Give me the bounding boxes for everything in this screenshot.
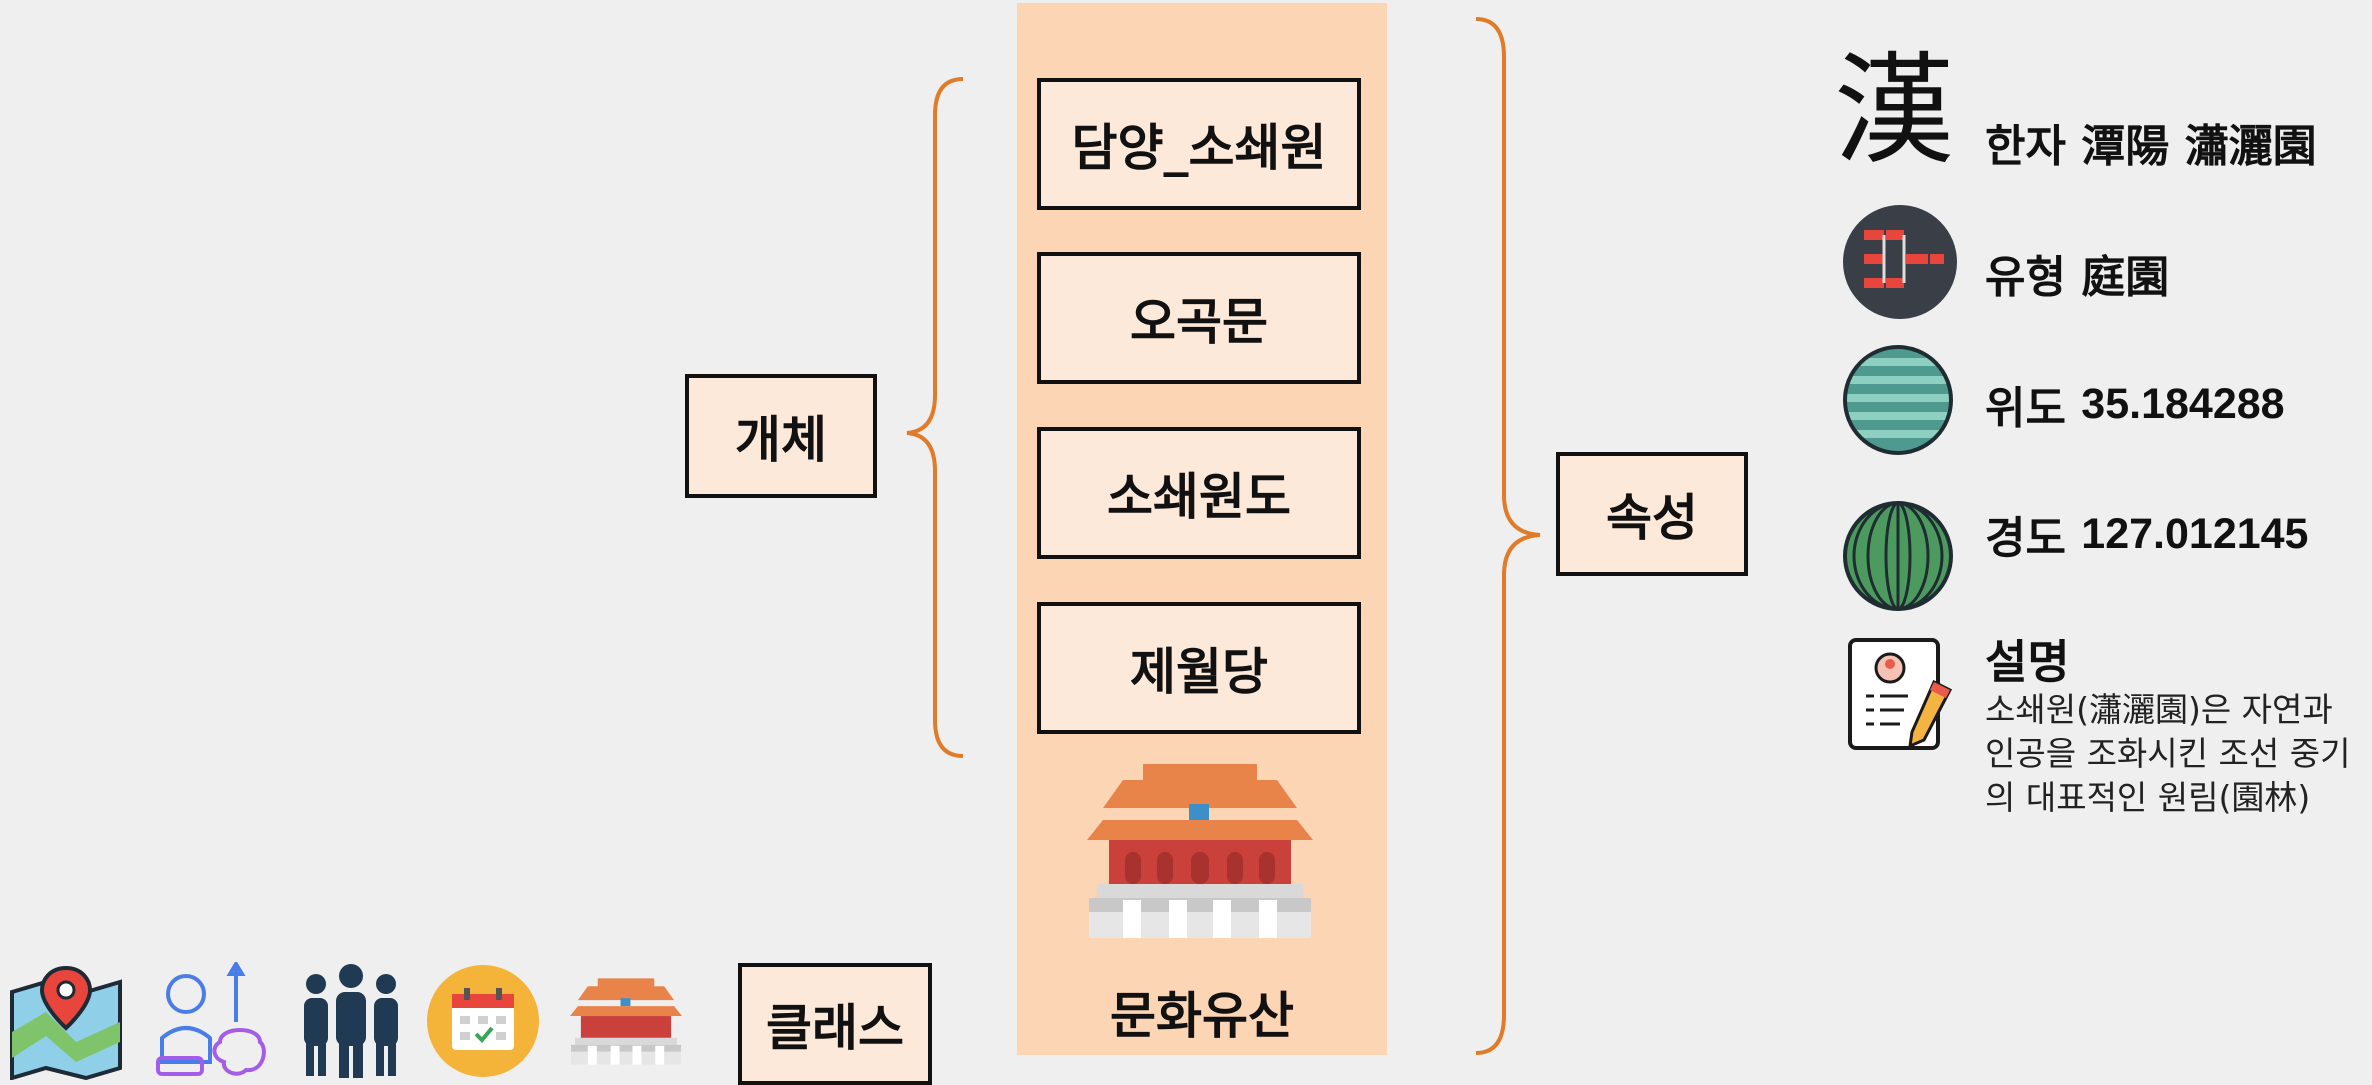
- instance-box: 소쇄원도: [1037, 427, 1361, 559]
- latitude-property: 위도 35.184288: [1985, 364, 2285, 444]
- hierarchy-icon: [1842, 204, 1958, 320]
- property-box: 속성: [1556, 452, 1748, 576]
- person-brain-icon: [150, 962, 270, 1080]
- type-value: 庭園: [2081, 252, 2170, 303]
- hanja-character-icon: 漢: [1834, 42, 1954, 181]
- entity-box: 개체: [685, 374, 877, 498]
- latitude-value: 35.184288: [2081, 379, 2285, 428]
- hanja-value: 潭陽 瀟灑園: [2081, 121, 2317, 172]
- longitude-value: 127.012145: [2081, 509, 2309, 558]
- description-label: 설명: [1985, 635, 2070, 689]
- instance-box: 오곡문: [1037, 252, 1361, 384]
- palace-icon: [568, 976, 684, 1066]
- instance-box: 담양_소쇄원: [1037, 78, 1361, 210]
- latitude-label: 위도: [1985, 383, 2066, 434]
- instance-label: 소쇄원도: [1107, 468, 1291, 526]
- instance-box: 제월당: [1037, 602, 1361, 734]
- instance-label: 오곡문: [1130, 293, 1268, 351]
- longitude-property: 경도 127.012145: [1985, 494, 2308, 574]
- property-brace: [1475, 17, 1541, 1055]
- property-label: 속성: [1606, 489, 1698, 547]
- entity-label: 개체: [735, 411, 827, 469]
- class-box-label: 클래스: [766, 999, 904, 1057]
- document-pen-icon: [1846, 636, 1956, 752]
- instance-label: 제월당: [1130, 643, 1268, 701]
- longitude-label: 경도: [1985, 513, 2066, 564]
- people-group-icon: [296, 962, 406, 1080]
- description-text: 소쇄원(瀟灑園)은 자연과 인공을 조화시킨 조선 중기의 대표적인 원림(園林…: [1985, 690, 2351, 817]
- longitude-globe-icon: [1842, 500, 1954, 612]
- palace-icon: [1083, 760, 1317, 940]
- map-pin-icon: [6, 962, 126, 1080]
- entity-brace: [906, 77, 964, 758]
- class-name: 문화유산: [1110, 987, 1294, 1045]
- instance-label: 담양_소쇄원: [1071, 119, 1327, 177]
- type-label: 유형: [1985, 252, 2066, 303]
- type-property: 유형 庭園: [1985, 233, 2169, 313]
- hanja-property: 한자 潭陽 瀟灑園: [1985, 102, 2317, 182]
- latitude-globe-icon: [1842, 344, 1954, 456]
- calendar-icon: [426, 964, 540, 1078]
- class-box: 클래스: [738, 963, 932, 1085]
- hanja-label: 한자: [1985, 121, 2066, 172]
